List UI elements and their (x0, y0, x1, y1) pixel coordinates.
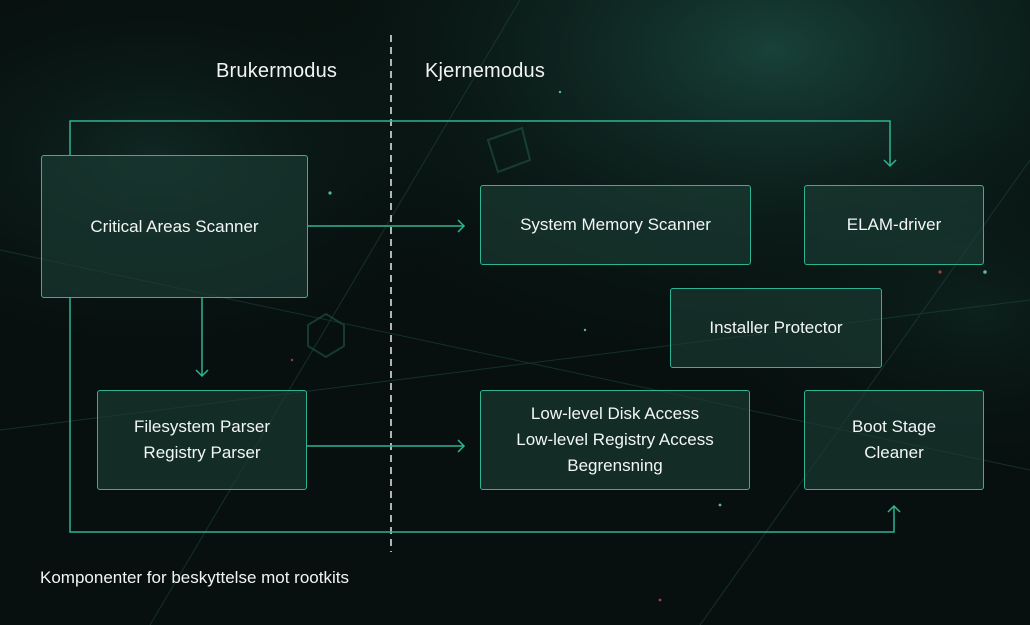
system-memory-scanner-label: System Memory Scanner (520, 215, 711, 234)
kernel-mode-label: Kjernemodus (425, 60, 546, 82)
boot-stage-cleaner-label-line2: Cleaner (864, 443, 924, 462)
connector-to-boot-stage-cleaner (69, 298, 895, 533)
installer-protector-box: Installer Protector (670, 288, 882, 368)
parsers-box: Filesystem Parser Registry Parser (97, 390, 307, 490)
figure-caption: Komponenter for beskyttelse mot rootkits (40, 568, 349, 587)
restriction-label: Begrensning (567, 456, 663, 475)
arrowhead-low-level-access (457, 439, 466, 453)
boot-stage-cleaner-box: Boot Stage Cleaner (804, 390, 984, 490)
user-mode-label: Brukermodus (216, 60, 338, 82)
filesystem-parser-label: Filesystem Parser (133, 417, 271, 436)
elam-driver-label: ELAM-driver (846, 215, 942, 234)
elam-driver-box: ELAM-driver (804, 185, 984, 265)
arrowhead-elam-driver (883, 159, 897, 168)
critical-areas-scanner-label: Critical Areas Scanner (90, 216, 259, 236)
arrowhead-boot-stage-cleaner (887, 504, 901, 513)
registry-parser-label: Registry Parser (143, 443, 261, 462)
installer-protector-label: Installer Protector (709, 318, 843, 337)
critical-areas-scanner-box: Critical Areas Scanner (41, 155, 308, 298)
boot-stage-cleaner-label-line1: Boot Stage (851, 417, 937, 436)
low-level-access-box: Low-level Disk Access Low-level Registry… (480, 390, 750, 490)
low-level-registry-access-label: Low-level Registry Access (516, 430, 714, 449)
arrowhead-system-memory-scanner (457, 219, 466, 233)
system-memory-scanner-box: System Memory Scanner (480, 185, 751, 265)
connector-to-elam-driver (69, 120, 891, 166)
low-level-disk-access-label: Low-level Disk Access (530, 404, 700, 423)
arrowhead-filesystem-parser (195, 369, 209, 378)
